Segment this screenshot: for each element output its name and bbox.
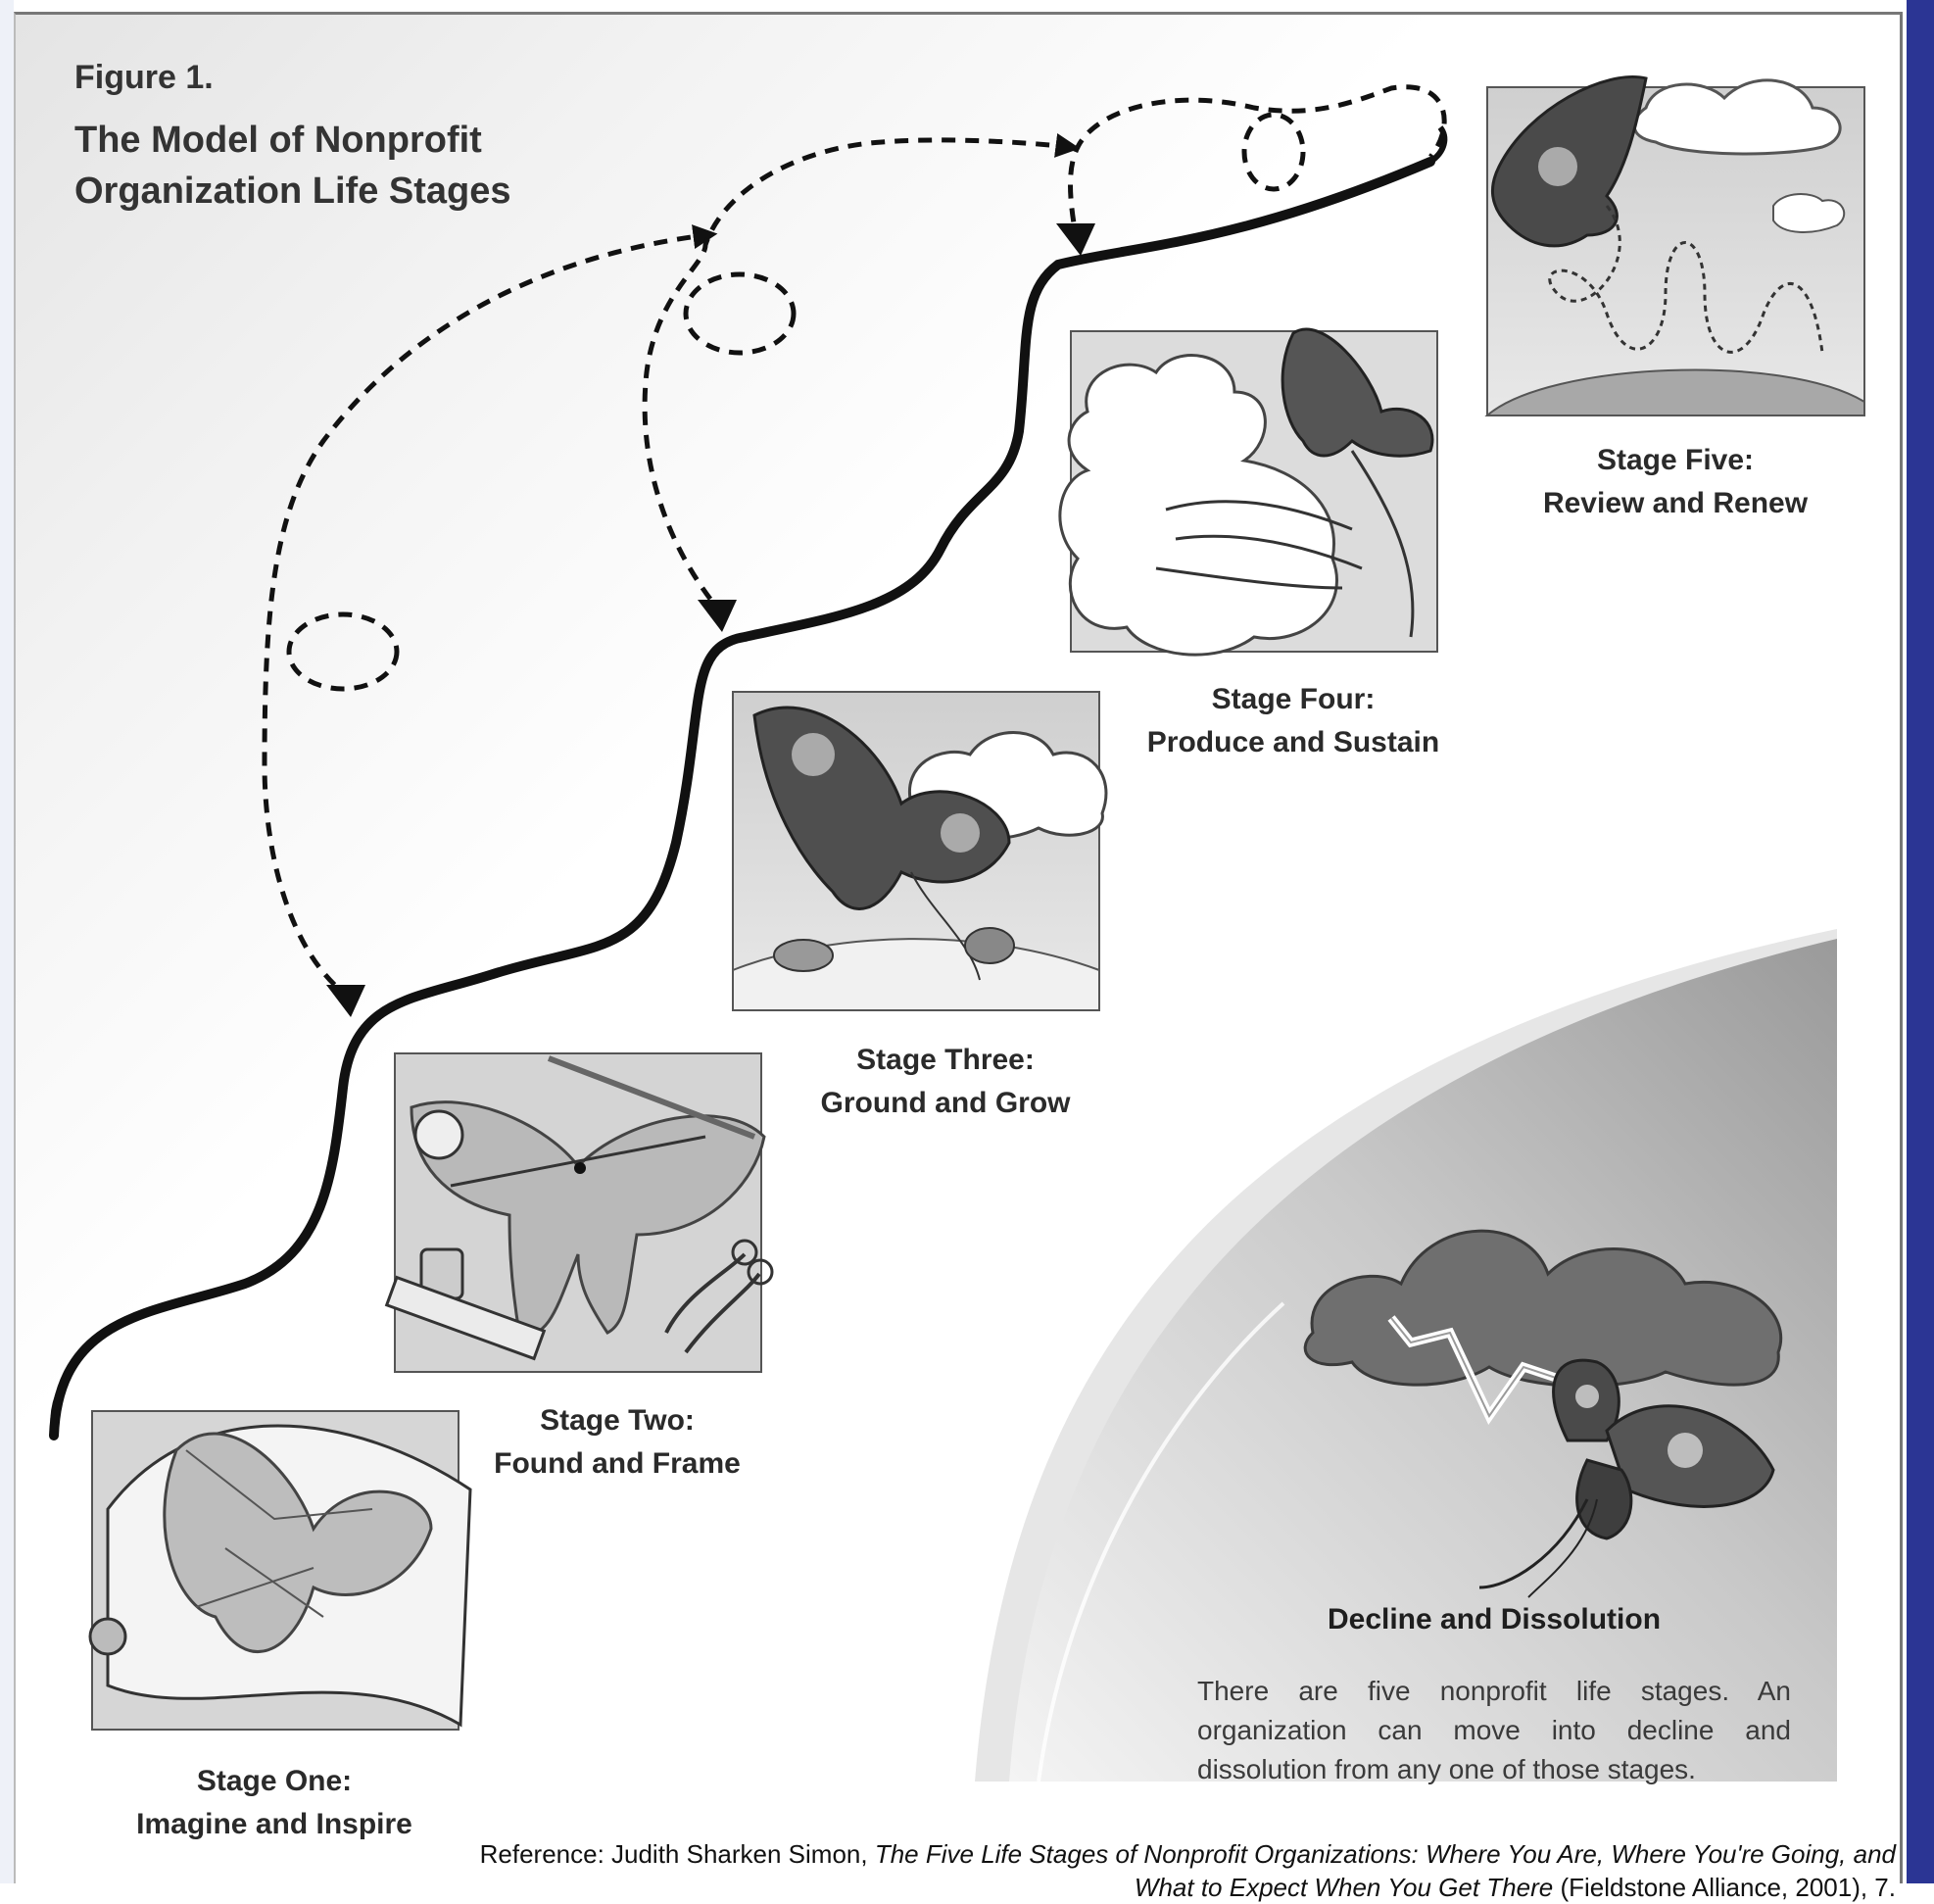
- stage-two-illustration: [387, 1053, 772, 1372]
- stage-four-number: Stage Four:: [1097, 678, 1489, 721]
- stage-two-number: Stage Two:: [451, 1399, 784, 1442]
- arrowhead-stage-four: [1056, 223, 1095, 256]
- arrowhead-stage-three: [698, 600, 737, 632]
- stage-one-number: Stage One:: [98, 1760, 451, 1803]
- stage-three-number: Stage Three:: [784, 1039, 1107, 1082]
- stage-five-caption: Stage Five: Review and Renew: [1509, 439, 1842, 525]
- stage-four-caption: Stage Four: Produce and Sustain: [1097, 678, 1489, 764]
- figure-label: Figure 1.: [74, 59, 623, 97]
- stage-five-name: Review and Renew: [1509, 482, 1842, 525]
- stage-five-number: Stage Five:: [1509, 439, 1842, 482]
- stage-five-illustration: [1487, 76, 1864, 415]
- arrowhead-stage-two: [326, 985, 365, 1017]
- stage-three-caption: Stage Three: Ground and Grow: [784, 1039, 1107, 1125]
- stage-one-caption: Stage One: Imagine and Inspire: [98, 1760, 451, 1846]
- figure-title-block: Figure 1. The Model of Nonprofit Organiz…: [74, 59, 623, 217]
- reference-prefix: Reference: Judith Sharken Simon,: [480, 1839, 875, 1869]
- reference-note: Reference: Judith Sharken Simon, The Fiv…: [451, 1837, 1896, 1904]
- reference-suffix: (Fieldstone Alliance, 2001), 7.: [1553, 1873, 1896, 1902]
- stage-three-illustration: [733, 692, 1106, 1010]
- stage-two-name: Found and Frame: [451, 1442, 784, 1486]
- decline-title: Decline and Dissolution: [1274, 1603, 1715, 1636]
- stage-four-illustration: [1060, 329, 1437, 655]
- figure-title: The Model of Nonprofit Organization Life…: [74, 115, 623, 217]
- stage-three-name: Ground and Grow: [784, 1082, 1107, 1125]
- stage-one-name: Imagine and Inspire: [98, 1803, 451, 1846]
- stage-two-caption: Stage Two: Found and Frame: [451, 1399, 784, 1486]
- decline-description: There are five nonprofit life stages. An…: [1197, 1672, 1791, 1789]
- stage-one-illustration: [90, 1411, 470, 1730]
- stage-four-name: Produce and Sustain: [1097, 721, 1489, 764]
